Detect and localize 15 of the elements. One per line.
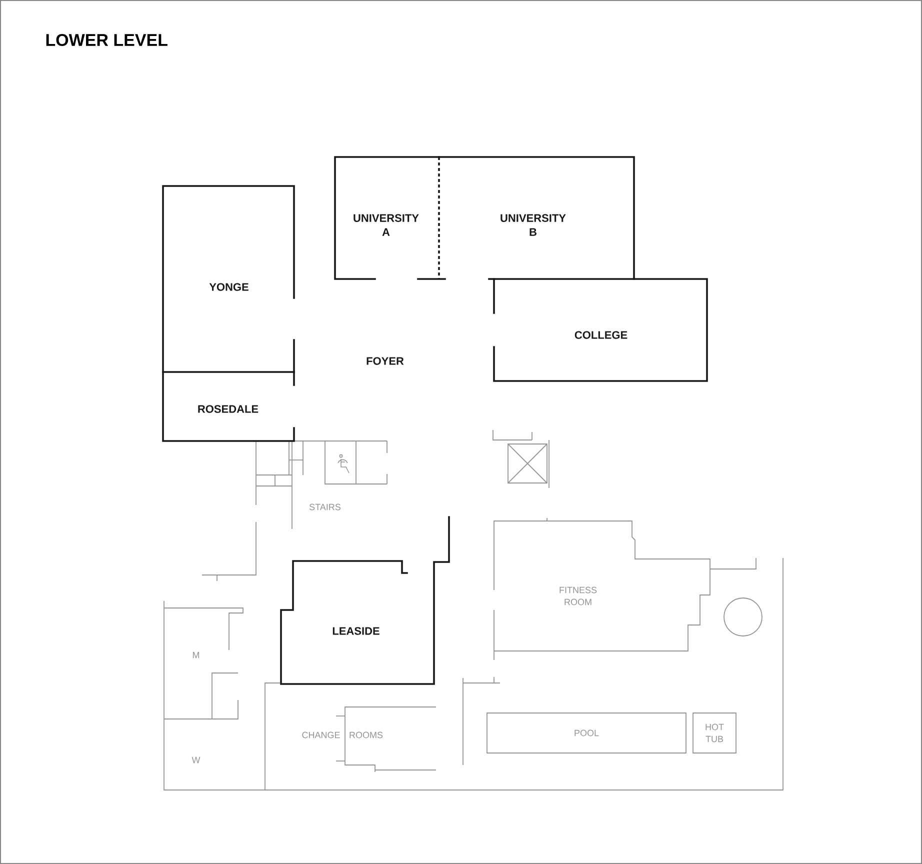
room-label: FOYER <box>366 357 404 365</box>
room: LEASIDE <box>280 516 450 685</box>
pool-outline: HOT TUB <box>692 712 736 754</box>
room: YONGE <box>162 185 295 386</box>
area-label: W <box>192 756 200 764</box>
room: UNIVERSITY B <box>438 156 635 280</box>
area-label: CHANGE <box>302 732 340 738</box>
pool-outline: POOL <box>486 712 686 754</box>
title: LOWER LEVEL <box>46 34 168 46</box>
room: FITNESS ROOM <box>494 520 710 660</box>
room: COLLEGE <box>488 278 708 382</box>
area-label: ROOMS <box>350 732 383 738</box>
room: UNIVERSITY A <box>334 156 446 280</box>
room: ROSEDALE <box>162 371 295 442</box>
area-label: M <box>193 652 200 658</box>
